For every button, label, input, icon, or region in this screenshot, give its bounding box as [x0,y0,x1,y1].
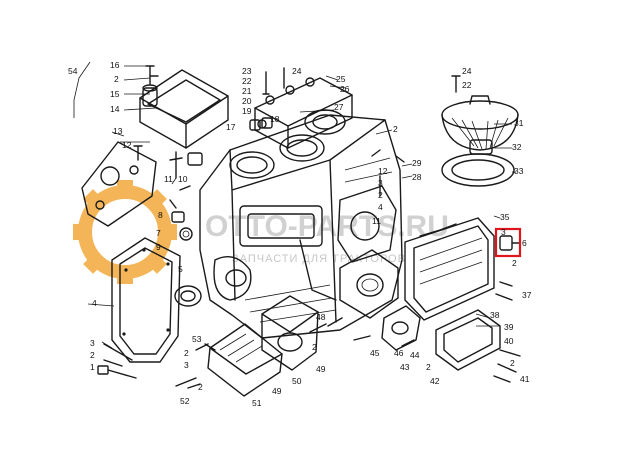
callout-50: 50 [292,376,302,386]
sealing-parts-7-9 [169,199,193,241]
callout-39: 39 [504,322,514,332]
callout-26: 26 [340,84,350,94]
callout-21: 21 [242,86,252,96]
watermark-brand: OTTO-PARTS.RU [205,210,449,243]
callout-41: 41 [520,374,530,384]
leader-lines [73,61,516,349]
callout-4b: 4 [378,202,383,212]
callout-2g: 2 [510,358,515,368]
callout-7: 7 [156,228,161,238]
callout-40: 40 [504,336,514,346]
callout-4: 4 [92,298,97,308]
callout-2h: 2 [426,362,431,372]
callout-37: 37 [522,290,532,300]
callout-29: 29 [412,158,422,168]
highlight-box[interactable]: 3 [494,227,522,258]
callout-2f: 2 [512,258,517,268]
callout-17: 17 [226,122,236,132]
callout-28: 28 [412,172,422,182]
callout-31: 31 [514,118,524,128]
callout-11: 11 [164,174,173,184]
callout-19: 19 [242,106,252,116]
callout-1: 1 [90,362,95,372]
callout-12: 12 [122,140,132,150]
callout-24: 24 [292,66,302,76]
callout-51: 51 [252,398,262,408]
callout-53: 53 [192,334,202,344]
callout-52: 52 [180,396,190,406]
callout-12b: 12 [378,166,388,176]
cover-plate-49 [175,323,283,397]
gasket-44 [381,305,421,351]
callout-38: 38 [490,310,500,320]
callout-6: 6 [522,238,527,248]
breather-cap-31 [441,75,519,151]
callout-42: 42 [430,376,440,386]
callout-2e: 2 [378,190,383,200]
callout-22b: 22 [462,80,472,90]
callout-2c: 2 [184,348,189,358]
callout-44: 44 [410,350,420,360]
callout-48: 48 [316,312,326,322]
stud-set-17-24 [249,117,405,197]
gear-logo-icon [73,180,177,284]
callout-24b: 24 [462,66,472,76]
bolt-set-10-12 [169,151,203,191]
bolt-set-1-3 [97,343,137,379]
oil-seal-5 [174,285,202,307]
callout-22: 22 [242,76,252,86]
callout-35: 35 [500,212,510,222]
cover-plate-38 [435,309,521,383]
callout-5: 5 [178,264,183,274]
gasket-33 [441,153,515,187]
bolt-set-37 [495,235,521,301]
callout-14: 14 [110,104,120,114]
callout-49: 49 [316,364,326,374]
callout-2b: 2 [90,350,95,360]
flange-50 [261,295,327,371]
callout-16: 16 [110,60,120,70]
callout-45: 45 [370,348,380,358]
valve-cover-left [139,65,229,149]
callout-46: 46 [394,348,404,358]
callout-2d: 2 [393,124,398,134]
callout-3b: 3 [184,360,189,370]
callout-2j: 2 [198,382,203,392]
callout-10: 10 [178,174,188,184]
callout-9: 9 [156,242,161,252]
callout-43: 43 [400,362,410,372]
engine-block [199,114,403,339]
callout-23: 23 [242,66,252,76]
callout-49b: 49 [272,386,282,396]
callout-20: 20 [242,96,252,106]
highlight-label: 3 [501,227,506,237]
callout-32: 32 [512,142,522,152]
callout-labels: 54 16 2 15 14 13 12 11 10 8 7 9 5 4 3 2 … [68,60,532,408]
callout-27: 27 [334,102,344,112]
callout-18: 18 [270,114,280,124]
callout-54: 54 [68,66,78,76]
bracket-13 [81,141,157,227]
side-cover-35 [404,217,495,321]
callout-25: 25 [336,74,346,84]
callout-2: 2 [114,74,119,84]
gasket-4 [111,237,181,363]
callout-13: 13 [113,126,123,136]
callout-15: 15 [110,89,120,99]
watermark: OTTO-PARTS.RU ЗАПЧАСТИ ДЛЯ ТРАКТОРОВ [73,180,449,284]
callout-3: 3 [90,338,95,348]
flange-48 [327,249,399,341]
callout-8: 8 [158,210,163,220]
callout-33: 33 [514,166,524,176]
callout-2i: 2 [312,342,317,352]
callout-3c: 3 [378,178,383,188]
callout-11b: 11 [372,216,381,226]
